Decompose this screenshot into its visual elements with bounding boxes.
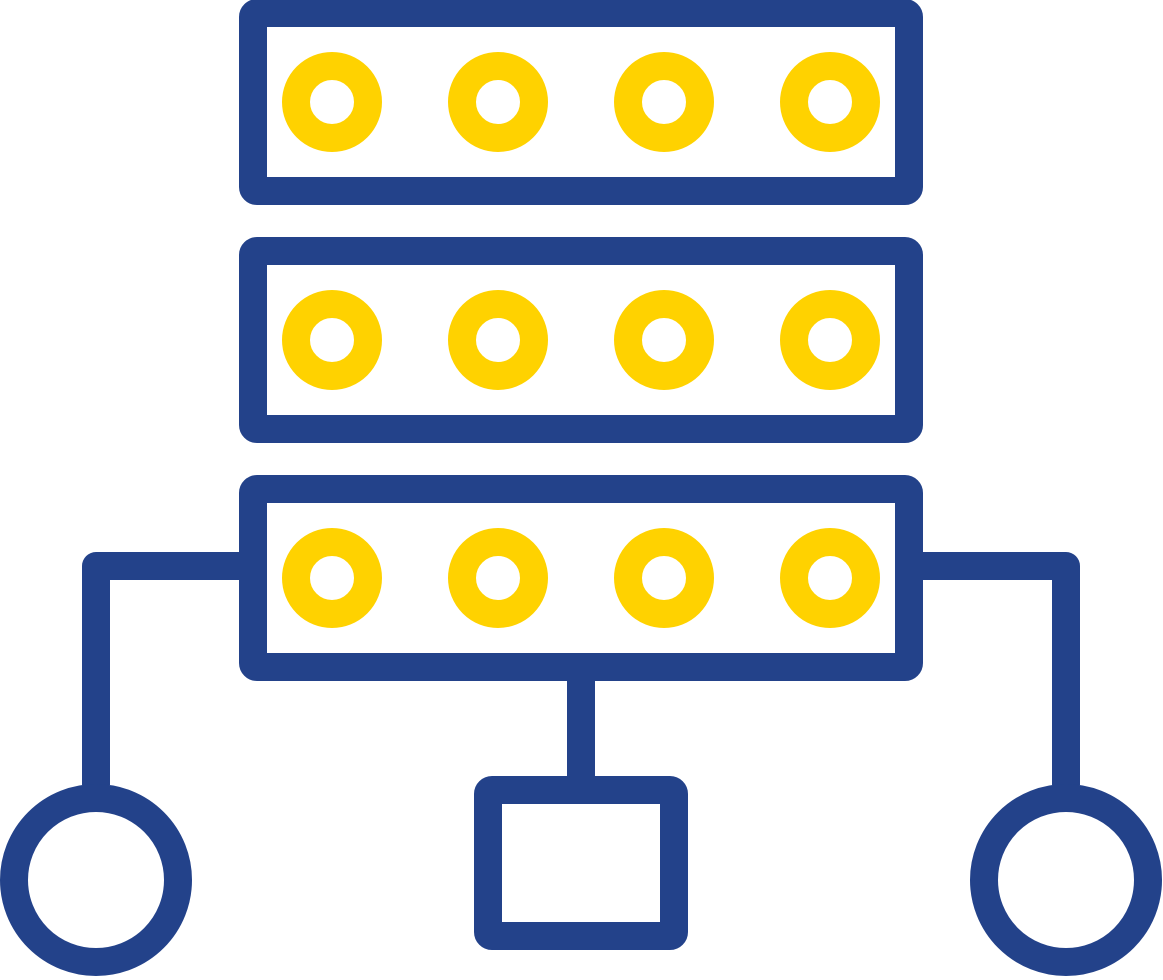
server-unit-frame	[239, 237, 923, 443]
status-light-icon	[282, 52, 382, 152]
server-unit-3	[239, 475, 923, 681]
status-light-icon	[282, 290, 382, 390]
connection-lines	[82, 552, 1080, 785]
server-unit-2	[239, 237, 923, 443]
right-node-circle-icon	[970, 784, 1162, 976]
status-light-icon	[282, 528, 382, 628]
status-light-icon	[614, 290, 714, 390]
status-light-icon	[448, 290, 548, 390]
left-node-circle-icon	[0, 784, 192, 976]
server-unit-1	[239, 0, 923, 205]
status-light-icon	[614, 52, 714, 152]
center-node-square-icon	[474, 776, 688, 950]
status-light-icon	[448, 528, 548, 628]
status-light-icon	[780, 290, 880, 390]
right-connector-line	[923, 552, 1080, 785]
child-nodes	[0, 776, 1162, 976]
server-unit-frame	[239, 475, 923, 681]
status-light-icon	[780, 52, 880, 152]
status-light-icon	[780, 528, 880, 628]
left-connector-line	[82, 552, 239, 785]
server-unit-frame	[239, 0, 923, 205]
status-light-icon	[614, 528, 714, 628]
status-light-icon	[448, 52, 548, 152]
server-stack	[239, 0, 923, 681]
